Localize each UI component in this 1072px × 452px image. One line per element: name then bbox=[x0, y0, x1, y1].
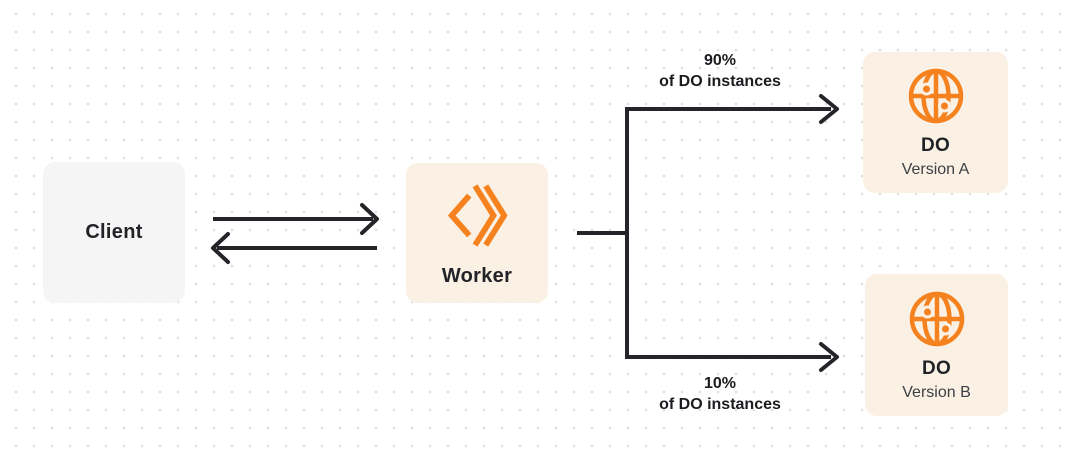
response-arrow-left-icon bbox=[211, 232, 377, 264]
bottom-edge-label-percent: 10% bbox=[703, 375, 737, 392]
arrow-to-version-a-icon bbox=[627, 94, 839, 124]
do-version-a-node: DO Version A bbox=[863, 52, 1008, 193]
client-node: Client bbox=[43, 162, 185, 303]
workers-icon bbox=[447, 183, 508, 247]
durable-object-globe-icon bbox=[908, 68, 963, 124]
client-label: Client bbox=[85, 221, 143, 243]
client-worker-arrows bbox=[211, 203, 379, 264]
top-edge-label: 90% of DO instances bbox=[620, 50, 820, 92]
do-a-subtitle: Version A bbox=[901, 161, 970, 178]
do-version-b-node: DO Version B bbox=[865, 274, 1008, 416]
arrow-to-version-b-icon bbox=[627, 342, 839, 372]
top-edge-label-caption: of DO instances bbox=[659, 73, 781, 90]
bottom-edge-label-caption: of DO instances bbox=[659, 396, 781, 413]
routing-branch bbox=[577, 94, 839, 372]
top-edge-label-percent: 90% bbox=[703, 52, 737, 69]
do-b-subtitle: Version B bbox=[902, 383, 971, 401]
worker-label: Worker bbox=[441, 264, 513, 287]
request-arrow-right-icon bbox=[213, 203, 379, 235]
bottom-edge-label: 10% of DO instances bbox=[620, 373, 820, 415]
worker-node: Worker bbox=[406, 163, 548, 303]
do-b-title: DO bbox=[921, 357, 952, 379]
durable-object-globe-icon bbox=[909, 291, 964, 346]
do-a-title: DO bbox=[920, 135, 951, 156]
